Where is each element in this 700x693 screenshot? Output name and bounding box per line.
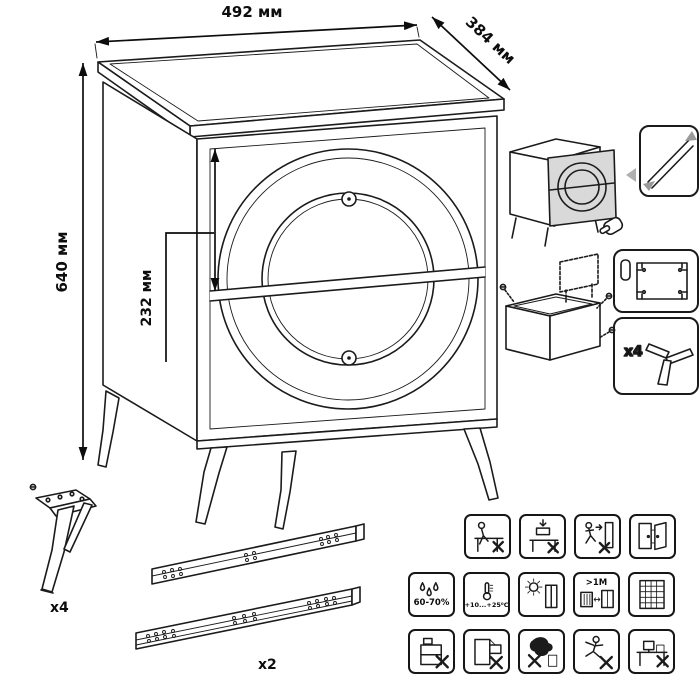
- sunlight-pictogram: [524, 578, 558, 609]
- rail-quantity-label: x2: [258, 657, 277, 673]
- open-drawer-pictogram: [473, 638, 503, 670]
- hand-icon: [599, 216, 624, 236]
- metal-leg-drawing: [29, 483, 97, 594]
- hardware-panel-bracket: x4: [613, 317, 699, 395]
- drawer-rails-drawing: [135, 523, 365, 650]
- no-sitting-pictogram: [473, 521, 504, 553]
- screw-icons: [499, 283, 616, 339]
- assembly-step-1: [509, 125, 699, 247]
- no-pressing-pictogram: [528, 519, 559, 554]
- radiator-distance-pictogram: [579, 589, 614, 609]
- hardware-panel-front: [613, 249, 699, 313]
- chemical-stain-pictogram: [527, 637, 557, 668]
- cabinet-drawing: [97, 39, 505, 530]
- assembly-step-2: [499, 253, 616, 361]
- icon-door-adjustment: [629, 514, 676, 559]
- drawer-knob-bottom: [341, 350, 357, 366]
- drawer-front-highlight: [547, 149, 617, 227]
- bracket-quantity-label: x4: [624, 344, 643, 360]
- icon-no-climbing: [573, 629, 620, 674]
- height-dimension-label: 640 мм: [53, 231, 71, 292]
- humidity-label: 60-70%: [413, 598, 450, 609]
- cabinet-legs: [97, 390, 499, 530]
- depth-dimension-label: 384 мм: [462, 13, 519, 68]
- icon-no-objects-on-top: [408, 629, 455, 674]
- icon-humidity-range: 60-70%: [408, 572, 455, 617]
- falling-person-pictogram: [584, 635, 613, 670]
- rail-detail-callout: [639, 125, 699, 197]
- callout-arrow: [626, 168, 636, 182]
- rail-lower: [135, 586, 361, 650]
- rail-upper: [151, 523, 365, 585]
- icon-no-pressing-on-top: [519, 514, 566, 559]
- temperature-label: +10...+25⁰C: [464, 600, 509, 609]
- thermometer-pictogram: [482, 581, 493, 601]
- icon-temperature-range: +10...+25⁰C: [463, 572, 510, 617]
- icon-no-overloading-surface: [628, 629, 675, 674]
- icon-no-direct-sunlight: [518, 572, 565, 617]
- icon-no-sitting-on-edge: [464, 514, 511, 559]
- heat-distance-label: >1M: [585, 577, 608, 588]
- loaded-desk-pictogram: [635, 640, 669, 668]
- icon-heat-source-distance: >1M: [573, 572, 620, 617]
- dowel-icon: [620, 259, 631, 281]
- icon-no-aggressive-chemicals: [518, 629, 565, 674]
- icon-no-door-slamming: [574, 514, 621, 559]
- door-adjustment-pictogram: [637, 521, 667, 551]
- mesh-cabinet-pictogram: [638, 579, 665, 610]
- icon-no-leaning-on-open-drawer: [463, 629, 510, 674]
- no-slamming-pictogram: [584, 521, 614, 554]
- corner-bracket-icon: [645, 343, 694, 386]
- icon-ventilation-mesh: [628, 572, 675, 617]
- leg-quantity-label: x4: [50, 600, 69, 616]
- no-objects-pictogram: [419, 637, 449, 669]
- width-dimension-label: 492 мм: [221, 3, 282, 21]
- drawer-front-dimension-label: 232 мм: [139, 270, 155, 327]
- drawer-knob-top: [341, 191, 357, 207]
- water-drops-pictogram: [419, 582, 439, 597]
